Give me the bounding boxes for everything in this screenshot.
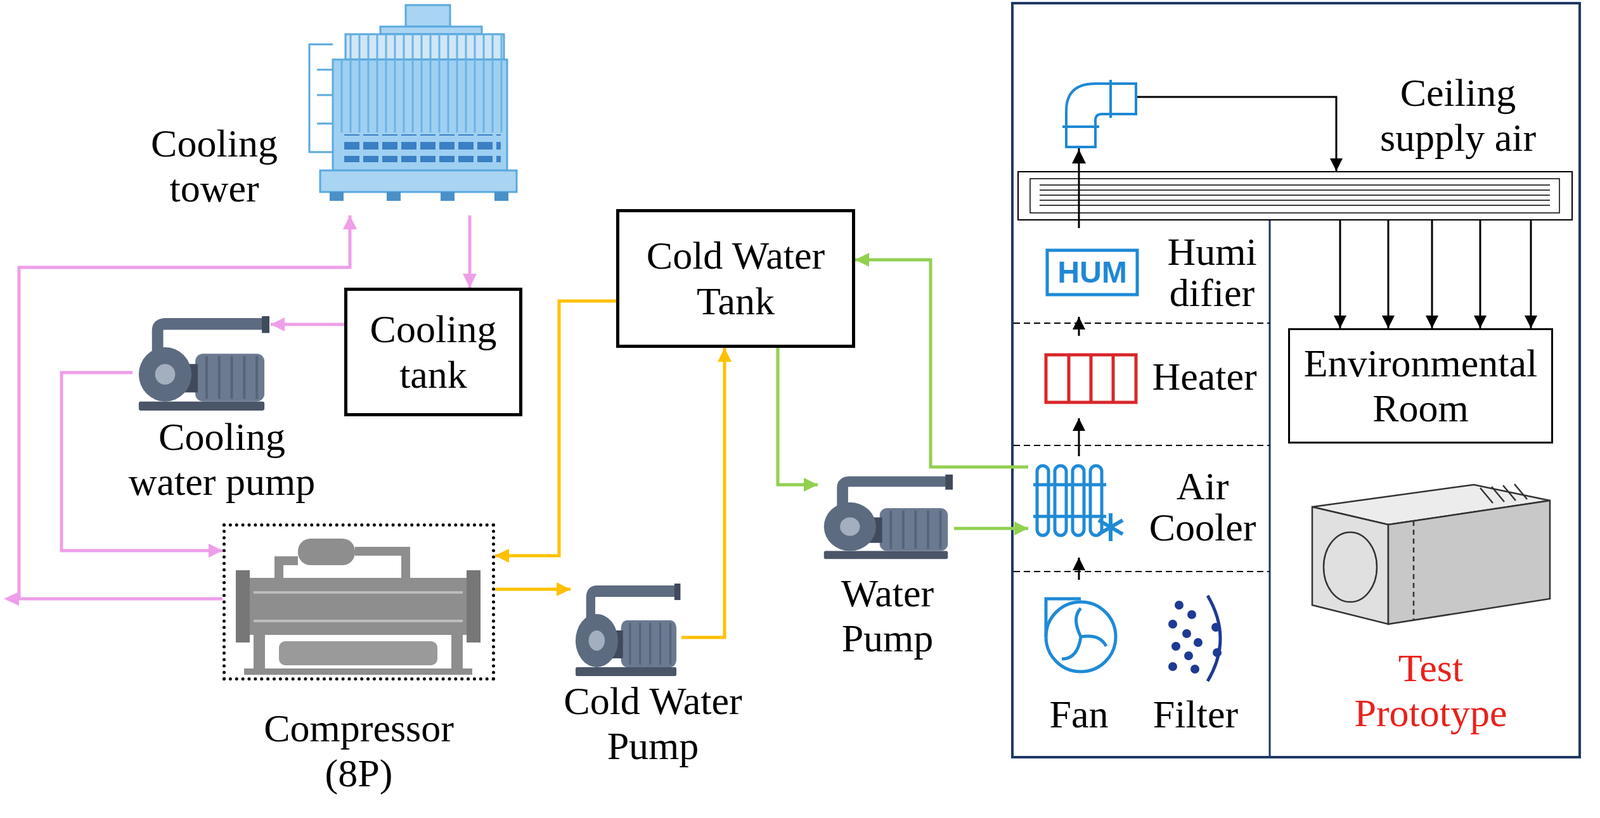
chamber-panel bbox=[1012, 3, 1580, 758]
node-label: Ceiling supply air bbox=[1372, 70, 1544, 162]
arrowhead bbox=[3, 592, 20, 607]
flow-connector bbox=[270, 323, 345, 327]
flow-connector bbox=[1530, 220, 1533, 329]
node-label: Cooling tank bbox=[356, 306, 511, 398]
pump-icon bbox=[575, 583, 681, 677]
ceiling-supply-air: Ceiling supply air bbox=[1017, 171, 1573, 221]
test-prototype-icon bbox=[1312, 484, 1550, 625]
test-prototype: Test Prototype bbox=[1305, 459, 1557, 742]
air-cooler-icon bbox=[1033, 465, 1123, 542]
fan-icon bbox=[1045, 599, 1116, 672]
flow-connector bbox=[1078, 316, 1081, 336]
flow-connector bbox=[468, 215, 472, 288]
pump: Water Pump bbox=[817, 474, 955, 562]
flow-connector bbox=[1339, 220, 1342, 329]
air-cooler-section: Air Cooler bbox=[1028, 456, 1265, 558]
node-label: Cold Water Tank bbox=[628, 233, 844, 324]
flow-connector bbox=[1078, 96, 1337, 229]
node-label: Heater bbox=[1144, 354, 1265, 400]
cooling-tower-icon bbox=[309, 5, 517, 201]
node-label: Humi difier bbox=[1158, 231, 1266, 314]
cooling-tower: Cooling tower bbox=[123, 0, 530, 216]
pump: Cooling water pump bbox=[132, 316, 271, 414]
tank-box: Cold Water Tank bbox=[616, 209, 856, 349]
node-label: Environmental Room bbox=[1298, 341, 1543, 432]
node-label: Fan bbox=[1031, 692, 1127, 738]
flow-connector bbox=[1479, 220, 1482, 329]
node-label: Water Pump bbox=[811, 571, 964, 662]
node-label: HUM bbox=[1047, 257, 1137, 288]
node-label: Test Prototype bbox=[1348, 645, 1514, 737]
heater-icon bbox=[1045, 354, 1136, 403]
flow-connector bbox=[1078, 557, 1081, 581]
flow-connector bbox=[1078, 418, 1081, 457]
humidifier-icon bbox=[1047, 250, 1138, 295]
fan-filter-section: Fan Filter bbox=[1033, 580, 1265, 749]
duct-elbow bbox=[1062, 79, 1136, 148]
flow-connector bbox=[681, 348, 725, 638]
room-box: Environmental Room bbox=[1288, 328, 1554, 444]
flow-connector bbox=[495, 588, 571, 592]
compressor: Compressor (8P) bbox=[222, 523, 496, 681]
flow-connector bbox=[1387, 220, 1390, 329]
arrowhead bbox=[1071, 149, 1086, 164]
flow-connector bbox=[19, 215, 350, 600]
heater-section: Heater bbox=[1039, 335, 1265, 419]
flow-connector bbox=[777, 348, 818, 485]
tank-box: Cooling tank bbox=[344, 287, 523, 417]
node-label: Filter bbox=[1141, 692, 1250, 738]
compressor-icon bbox=[235, 538, 481, 676]
node-label: Air Cooler bbox=[1139, 465, 1266, 549]
humidifier-section: HUM Humi difier bbox=[1039, 228, 1265, 317]
pump-icon bbox=[824, 474, 953, 560]
node-label: Cooling tower bbox=[131, 121, 297, 212]
flow-connector bbox=[954, 527, 1029, 531]
pump: Cold Water Pump bbox=[570, 583, 682, 679]
node-label: Compressor (8P) bbox=[251, 706, 467, 797]
flow-connector bbox=[1431, 220, 1434, 329]
filter-icon bbox=[1168, 595, 1222, 682]
node-label: Cold Water Pump bbox=[557, 678, 749, 770]
pump-icon bbox=[138, 316, 270, 411]
flow-connector bbox=[855, 259, 1029, 468]
node-label: Cooling water pump bbox=[120, 414, 324, 506]
